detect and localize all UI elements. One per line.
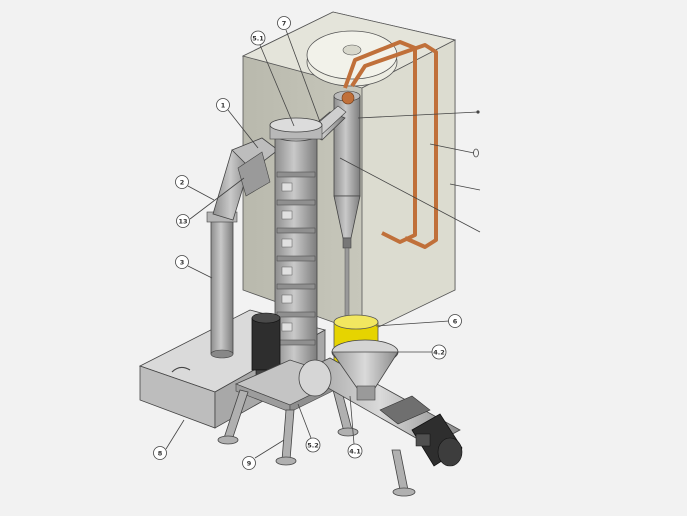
callout-3: 3 [175,255,213,279]
end-motor [411,413,463,467]
main-column [269,117,323,391]
copper-pipe [343,40,438,249]
callout-6: 6 [375,314,462,328]
callout-13-text: 13 [178,218,187,226]
screw-conveyor [298,357,461,447]
vertical-pipe [206,137,279,359]
callout-2: 2 [175,175,215,201]
cyclone-separator [333,90,361,319]
callout-2-text: 2 [180,179,185,187]
callout-1-text: 1 [221,102,226,110]
callout-8-text: 8 [158,450,163,458]
callout-7-text: 7 [282,20,287,28]
callout-9: 9 [242,439,285,470]
callout-4-1: 4.1 [347,395,363,459]
callout-3-text: 3 [180,259,185,267]
callout-5-2: 5.2 [297,403,321,453]
callout-9-text: 9 [247,460,252,468]
callout-4-2: 4.2 [397,344,447,360]
callout-8: 8 [153,419,185,460]
right-leaders [339,110,481,233]
callout-5-1-text: 5.1 [252,35,264,43]
callout-4-1-text: 4.1 [349,448,361,456]
support-legs [217,383,416,497]
column-flanges [281,182,293,332]
callout-7: 7 [277,16,321,123]
callout-6-text: 6 [453,318,458,326]
callout-5-2-text: 5.2 [307,442,319,450]
feed-hopper [331,339,399,401]
callout-5-1: 5.1 [250,30,295,127]
callout-4-2-text: 4.2 [433,349,445,357]
callout-1: 1 [216,98,259,149]
callout-13: 13 [176,177,245,228]
column-segments [276,171,316,346]
